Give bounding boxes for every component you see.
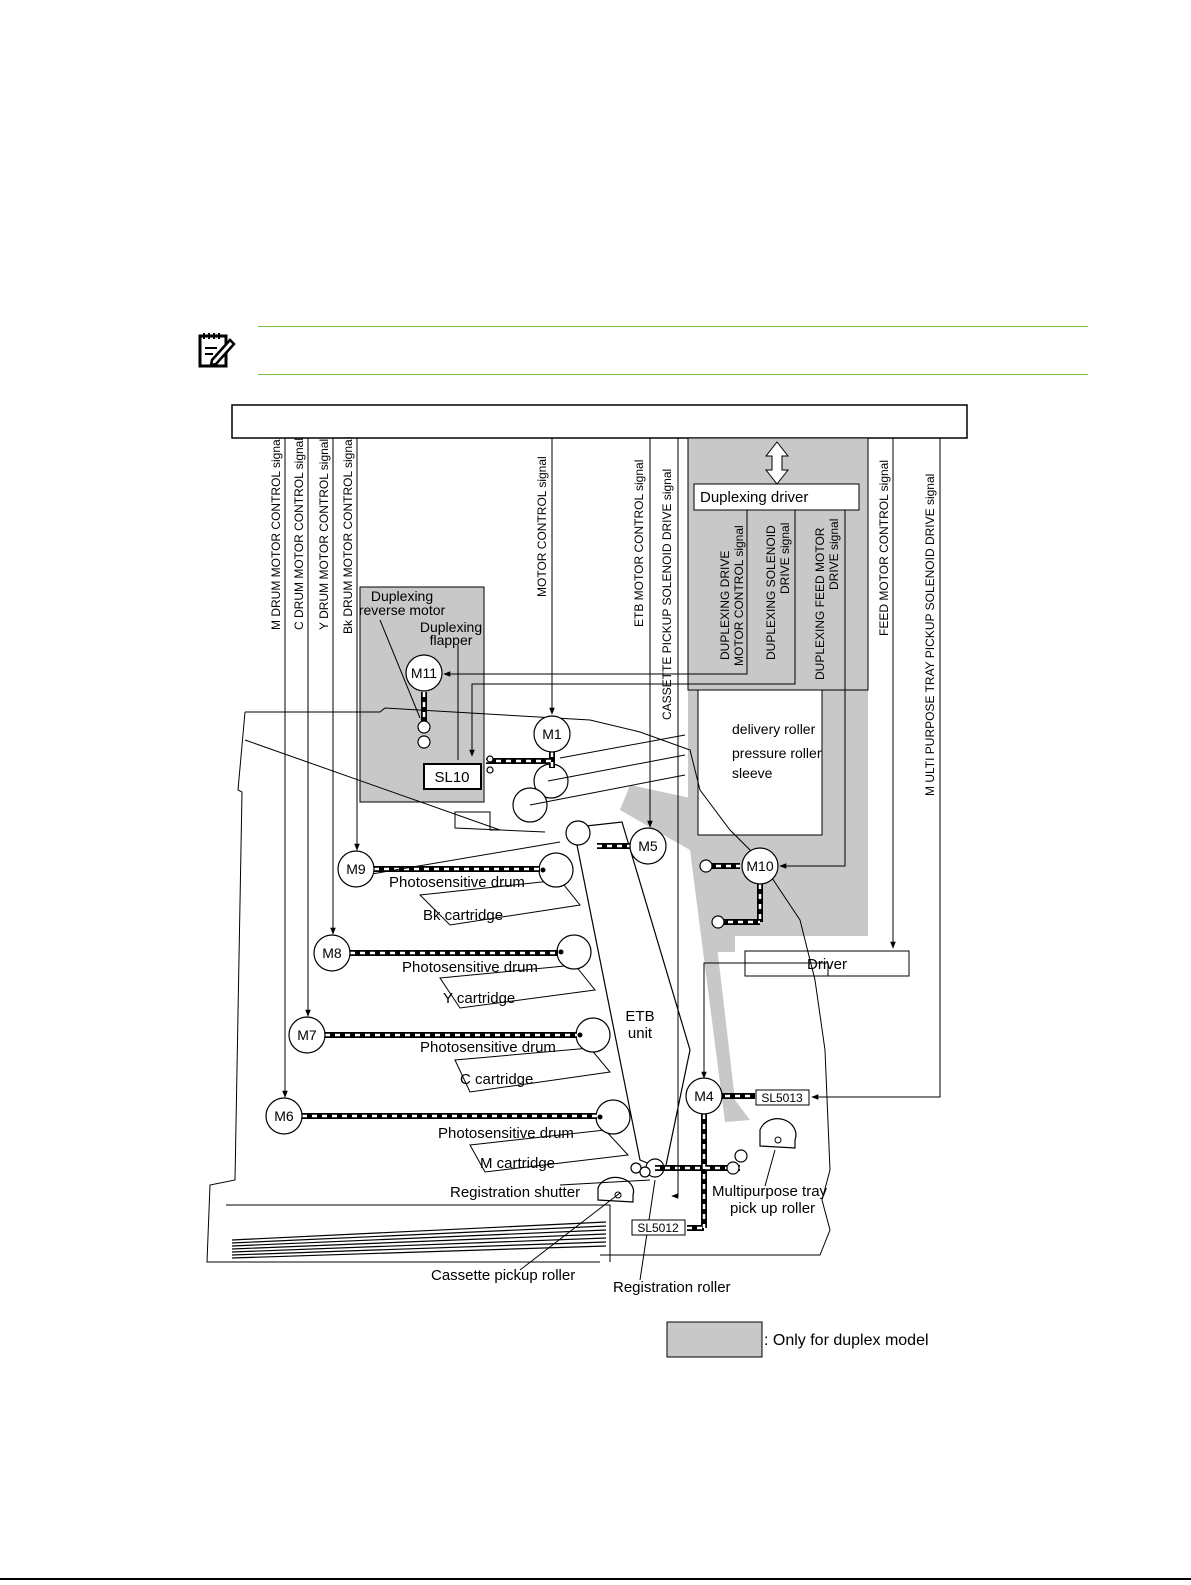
solenoid-sl5012-label: SL5012 [637,1221,679,1235]
solenoid-sl5013 [755,1089,810,1106]
signal-feed: FEED MOTOR CONTROL signal [877,460,891,636]
label-pressure-roller: pressure roller [732,745,822,761]
signal-dup-drive-1: DUPLEXING DRIVE [718,551,732,660]
signal-dup-feed-1: DUPLEXING FEED MOTOR [813,527,827,680]
motor-m7-label: M7 [297,1027,317,1043]
solenoid-sl10 [423,763,482,790]
label-y-drum: Photosensitive drum [402,959,538,976]
motor-m1 [533,715,571,753]
label-registration-shutter: Registration shutter [450,1184,580,1201]
motor-m8-label: M8 [322,945,342,961]
motor-m4-label: M4 [694,1088,714,1104]
signal-cassette: CASSETTE PICKUP SOLENOID DRIVE signal [660,469,674,720]
dc-controller-box [231,404,968,439]
label-bk-drum: Photosensitive drum [389,874,525,891]
motor-m1-label: M1 [542,726,562,742]
signal-motor: MOTOR CONTROL signal [535,456,549,597]
legend-label: : Only for duplex model [764,1332,929,1349]
signal-dup-feed-2: DRIVE signal [827,519,841,590]
solenoid-sl5013-label: SL5013 [761,1091,803,1105]
signal-y-drum: Y DRUM MOTOR CONTROL signal [317,439,331,630]
duplexing-driver-label: Duplexing driver [700,489,808,506]
drive-trains [302,692,763,1231]
label-cassette-roller: Cassette pickup roller [431,1267,575,1284]
signal-m-drum: M DRUM MOTOR CONTROL signal [269,437,283,630]
label-registration-roller: Registration roller [613,1279,731,1296]
motor-m10 [741,847,779,885]
label-c-drum: Photosensitive drum [420,1039,556,1056]
motor-m6-label: M6 [274,1108,294,1124]
label-sleeve: sleeve [732,765,773,781]
motor-m6 [265,1097,303,1135]
label-bk-cartridge: Bk cartridge [423,907,503,924]
label-m-cartridge: M cartridge [480,1155,555,1172]
solenoid-sl10-label: SL10 [434,769,469,786]
label-etb-1: ETB [625,1008,654,1025]
note-pencil-icon [198,333,236,368]
legend-duplex-swatch [666,1321,763,1358]
motor-m10-label: M10 [746,858,773,874]
driver-label: Driver [807,956,847,973]
motor-m5-label: M5 [638,838,658,854]
duplexing-driver-box [693,483,860,511]
label-dup-flapper-1: Duplexing [420,619,482,635]
label-dup-flapper-2: flapper [430,632,473,648]
signal-dup-drive-2: MOTOR CONTROL signal [732,525,746,666]
signal-dup-sol-2: DRIVE signal [778,523,792,594]
motor-m8 [313,934,351,972]
signal-c-drum: C DRUM MOTOR CONTROL signal [292,438,306,630]
label-delivery-roller: delivery roller [732,721,816,737]
label-mp-roller-1: Multipurpose tray [712,1183,828,1200]
label-y-cartridge: Y cartridge [443,990,515,1007]
solenoid-sl5012 [631,1219,686,1236]
footer-rule [0,1578,1191,1580]
motor-m11-label: M11 [411,665,437,681]
label-m-drum: Photosensitive drum [438,1125,574,1142]
note-bottom-rule [258,374,1088,375]
signal-mp-tray: M ULTI PURPOSE TRAY PICKUP SOLENOID DRIV… [923,474,937,796]
motor-m7 [288,1016,326,1054]
label-dup-reverse-2: reverse motor [359,602,446,618]
motor-m9 [337,850,375,888]
note-top-rule [258,326,1088,327]
signal-bk-drum: Bk DRUM MOTOR CONTROL signal [341,437,355,634]
motor-m11 [405,654,443,692]
motor-m4 [685,1077,723,1115]
signal-dup-sol-1: DUPLEXING SOLENOID [764,525,778,660]
label-dup-reverse-1: Duplexing [371,588,433,604]
motor-m9-label: M9 [346,861,366,877]
paper-stack [231,1221,607,1259]
label-etb-2: unit [628,1025,653,1042]
label-c-cartridge: C cartridge [460,1071,533,1088]
motor-m5 [629,827,667,865]
label-mp-roller-2: pick up roller [730,1200,815,1217]
signal-etb: ETB MOTOR CONTROL signal [632,460,646,627]
